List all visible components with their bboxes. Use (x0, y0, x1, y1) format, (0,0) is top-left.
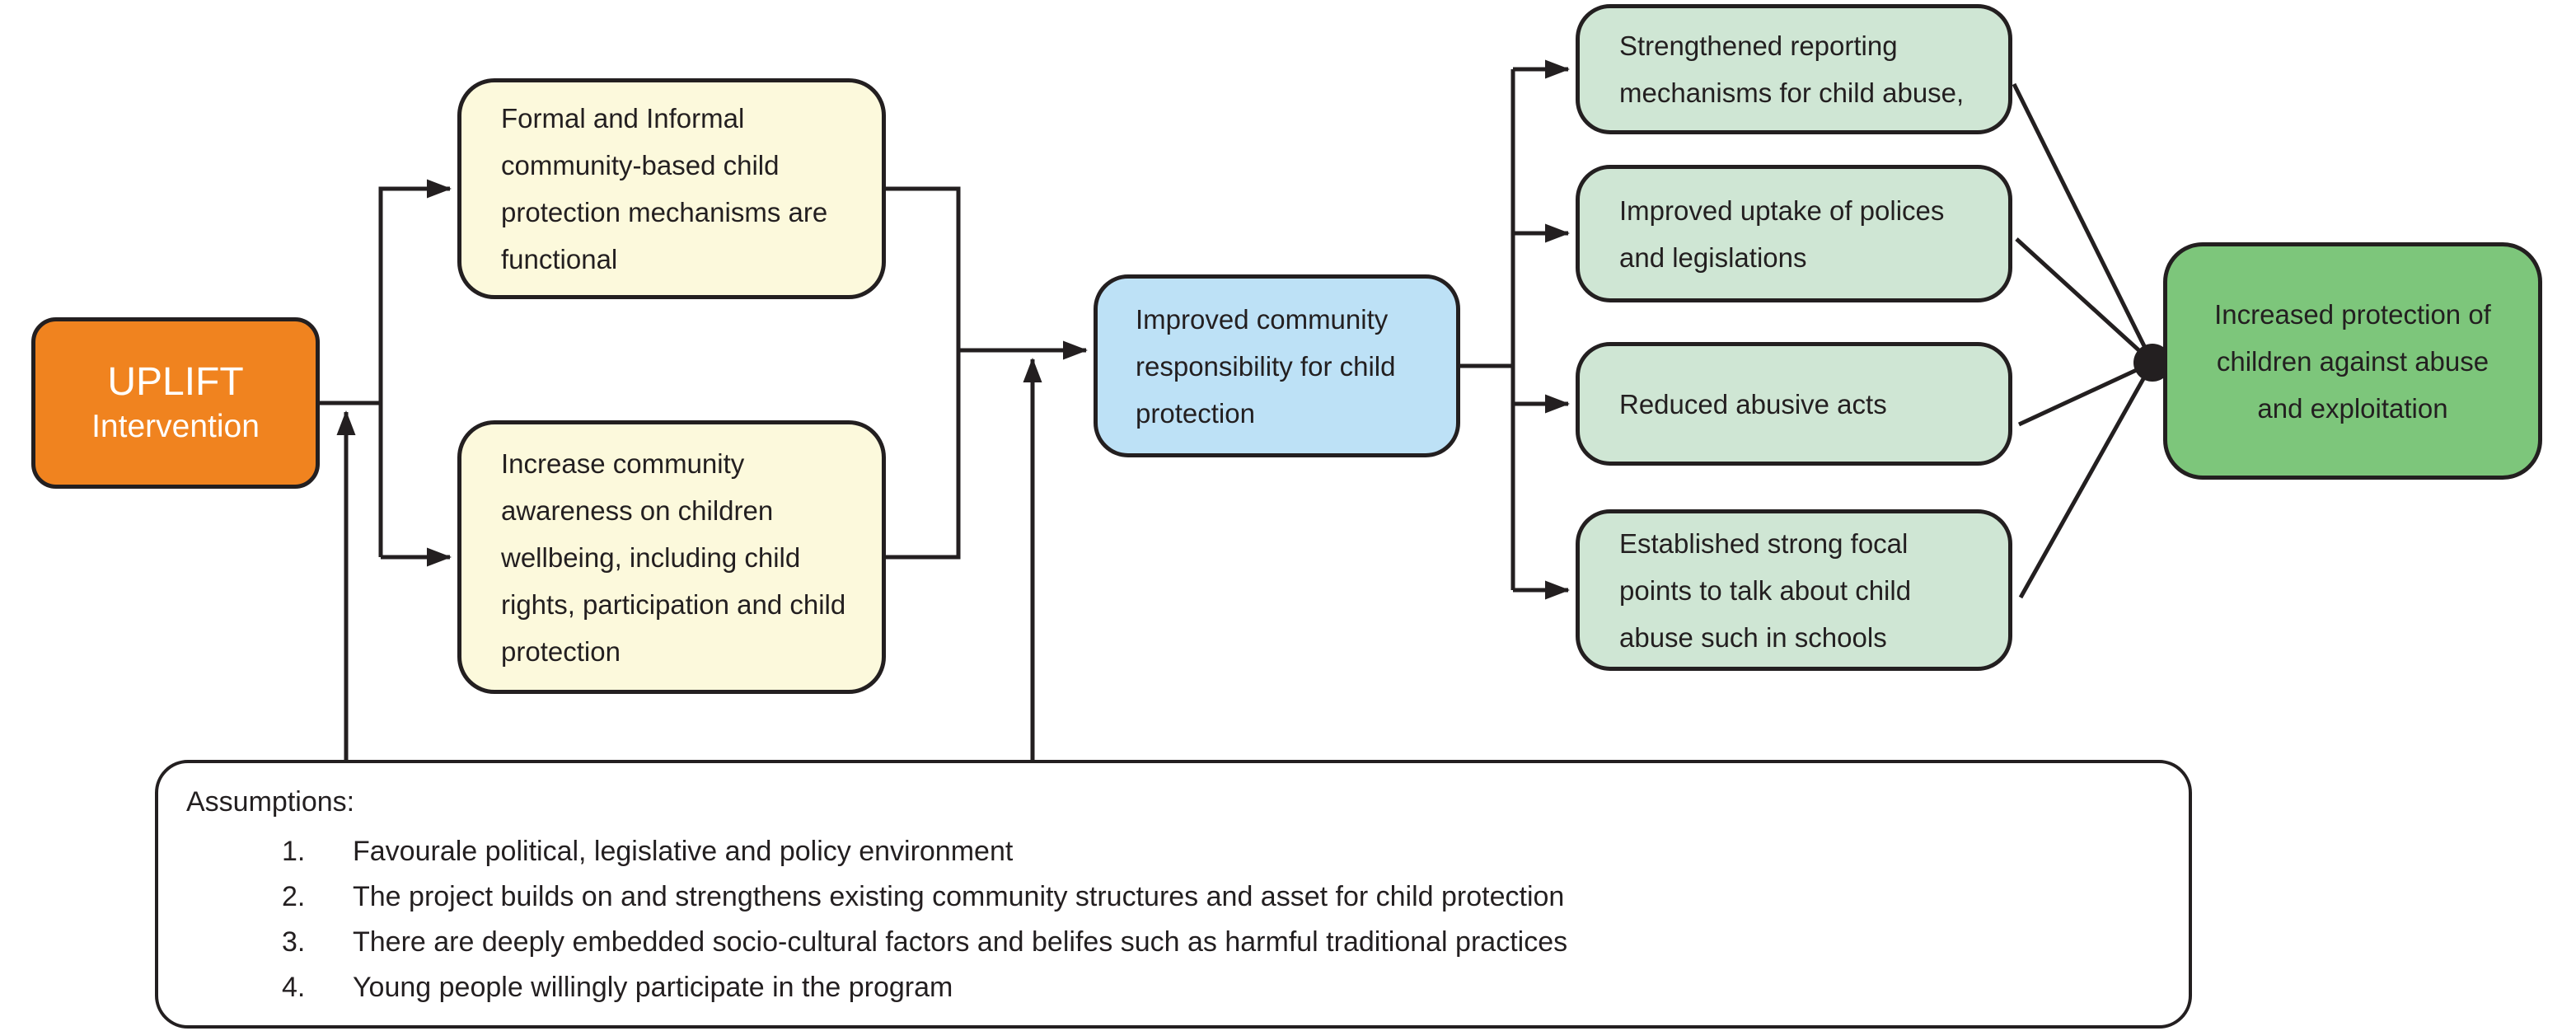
connector-mid-outcome-trunk (1460, 69, 1515, 590)
outcome-3-node: Reduced abusive acts (1576, 342, 2012, 466)
convergence-dot (2133, 344, 2171, 382)
output-top-label: Formal and Informal community-based chil… (501, 103, 828, 274)
assumption-item: 1. Favourale political, legislative and … (186, 829, 2156, 874)
assumption-item-number: 3. (282, 926, 306, 958)
connector-outcome-4-to-impact (2018, 361, 2155, 599)
assumption-item: 3. There are deeply embedded socio-cultu… (186, 920, 2156, 965)
assumptions-title: Assumptions: (186, 786, 355, 818)
assumption-item-text: Favourale political, legislative and pol… (353, 836, 1014, 867)
output-bottom-label: Increase community awareness on children… (501, 448, 846, 667)
outcome-1-label: Strengthened reporting mechanisms for ch… (1619, 30, 1965, 108)
impact-node: Increased protection of children against… (2163, 242, 2542, 480)
assumption-item-number: 2. (282, 881, 306, 912)
outcome-3-label: Reduced abusive acts (1619, 388, 1887, 419)
assumptions-list: 1. Favourale political, legislative and … (186, 829, 2156, 1010)
assumptions-box: Assumptions: 1. Favourale political, leg… (155, 760, 2192, 1029)
mid-outcome-node: Improved community responsibility for ch… (1094, 274, 1460, 457)
uplift-title: UPLIFT (107, 360, 244, 404)
connector-outcome-3-to-impact (2017, 360, 2154, 427)
outcome-2-node: Improved uptake of polices and legislati… (1576, 165, 2012, 302)
outcome-2-label: Improved uptake of polices and legislati… (1619, 194, 1945, 273)
connector-outputs-merge (886, 186, 961, 560)
assumption-item-text: The project builds on and strengthens ex… (353, 881, 1565, 912)
uplift-subtitle: Intervention (91, 409, 260, 444)
assumption-item-text: There are deeply embedded socio-cultural… (353, 926, 1568, 958)
uplift-intervention-node: UPLIFT Intervention (31, 317, 320, 489)
impact-label: Increased protection of children against… (2214, 298, 2491, 424)
outcome-4-label: Established strong focal points to talk … (1619, 527, 1912, 653)
uplift-intervention-label: UPLIFT Intervention (91, 359, 260, 448)
assumption-item-number: 1. (282, 836, 306, 867)
assumption-item: 4. Young people willingly participate in… (186, 965, 2156, 1010)
connector-outcome-1-to-impact (2012, 82, 2155, 364)
assumption-item-number: 4. (282, 972, 306, 1003)
output-top-node: Formal and Informal community-based chil… (457, 78, 886, 299)
connector-intervention-to-output-top (378, 179, 452, 557)
outcome-4-node: Established strong focal points to talk … (1576, 509, 2012, 671)
assumption-item: 2. The project builds on and strengthens… (186, 874, 2156, 920)
mid-outcome-label: Improved community responsibility for ch… (1136, 303, 1396, 429)
assumption-item-text: Young people willingly participate in th… (353, 972, 953, 1003)
outcome-1-node: Strengthened reporting mechanisms for ch… (1576, 4, 2012, 134)
connector-outcome-2-to-impact (2015, 237, 2154, 364)
output-bottom-node: Increase community awareness on children… (457, 420, 886, 694)
